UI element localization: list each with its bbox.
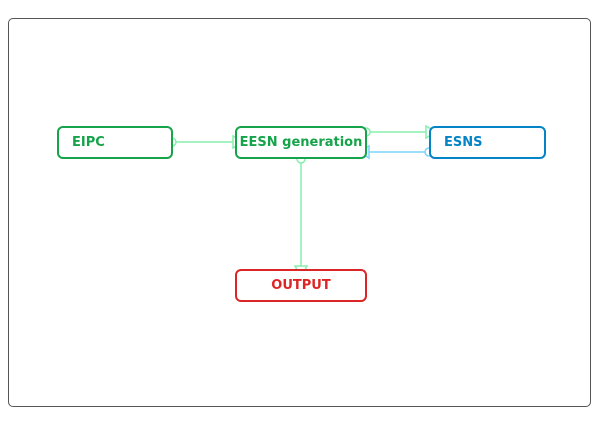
node-output[interactable]: OUTPUT [235, 269, 367, 302]
node-output-label: OUTPUT [271, 278, 331, 293]
diagram-frame [8, 18, 591, 407]
node-eesn-generation-label: EESN generation [239, 135, 363, 150]
node-esns[interactable]: ESNS [429, 126, 546, 159]
node-eipc[interactable]: EIPC [57, 126, 173, 159]
edge-eipc-to-eesn [167, 134, 245, 150]
edge-eesn-to-esns [361, 124, 438, 140]
edge-eesn-to-output [293, 154, 309, 279]
node-eesn-generation[interactable]: EESN generation [235, 126, 367, 159]
node-esns-label: ESNS [444, 135, 483, 150]
edge-esns-to-eesn [357, 144, 434, 160]
node-eipc-label: EIPC [72, 135, 105, 150]
